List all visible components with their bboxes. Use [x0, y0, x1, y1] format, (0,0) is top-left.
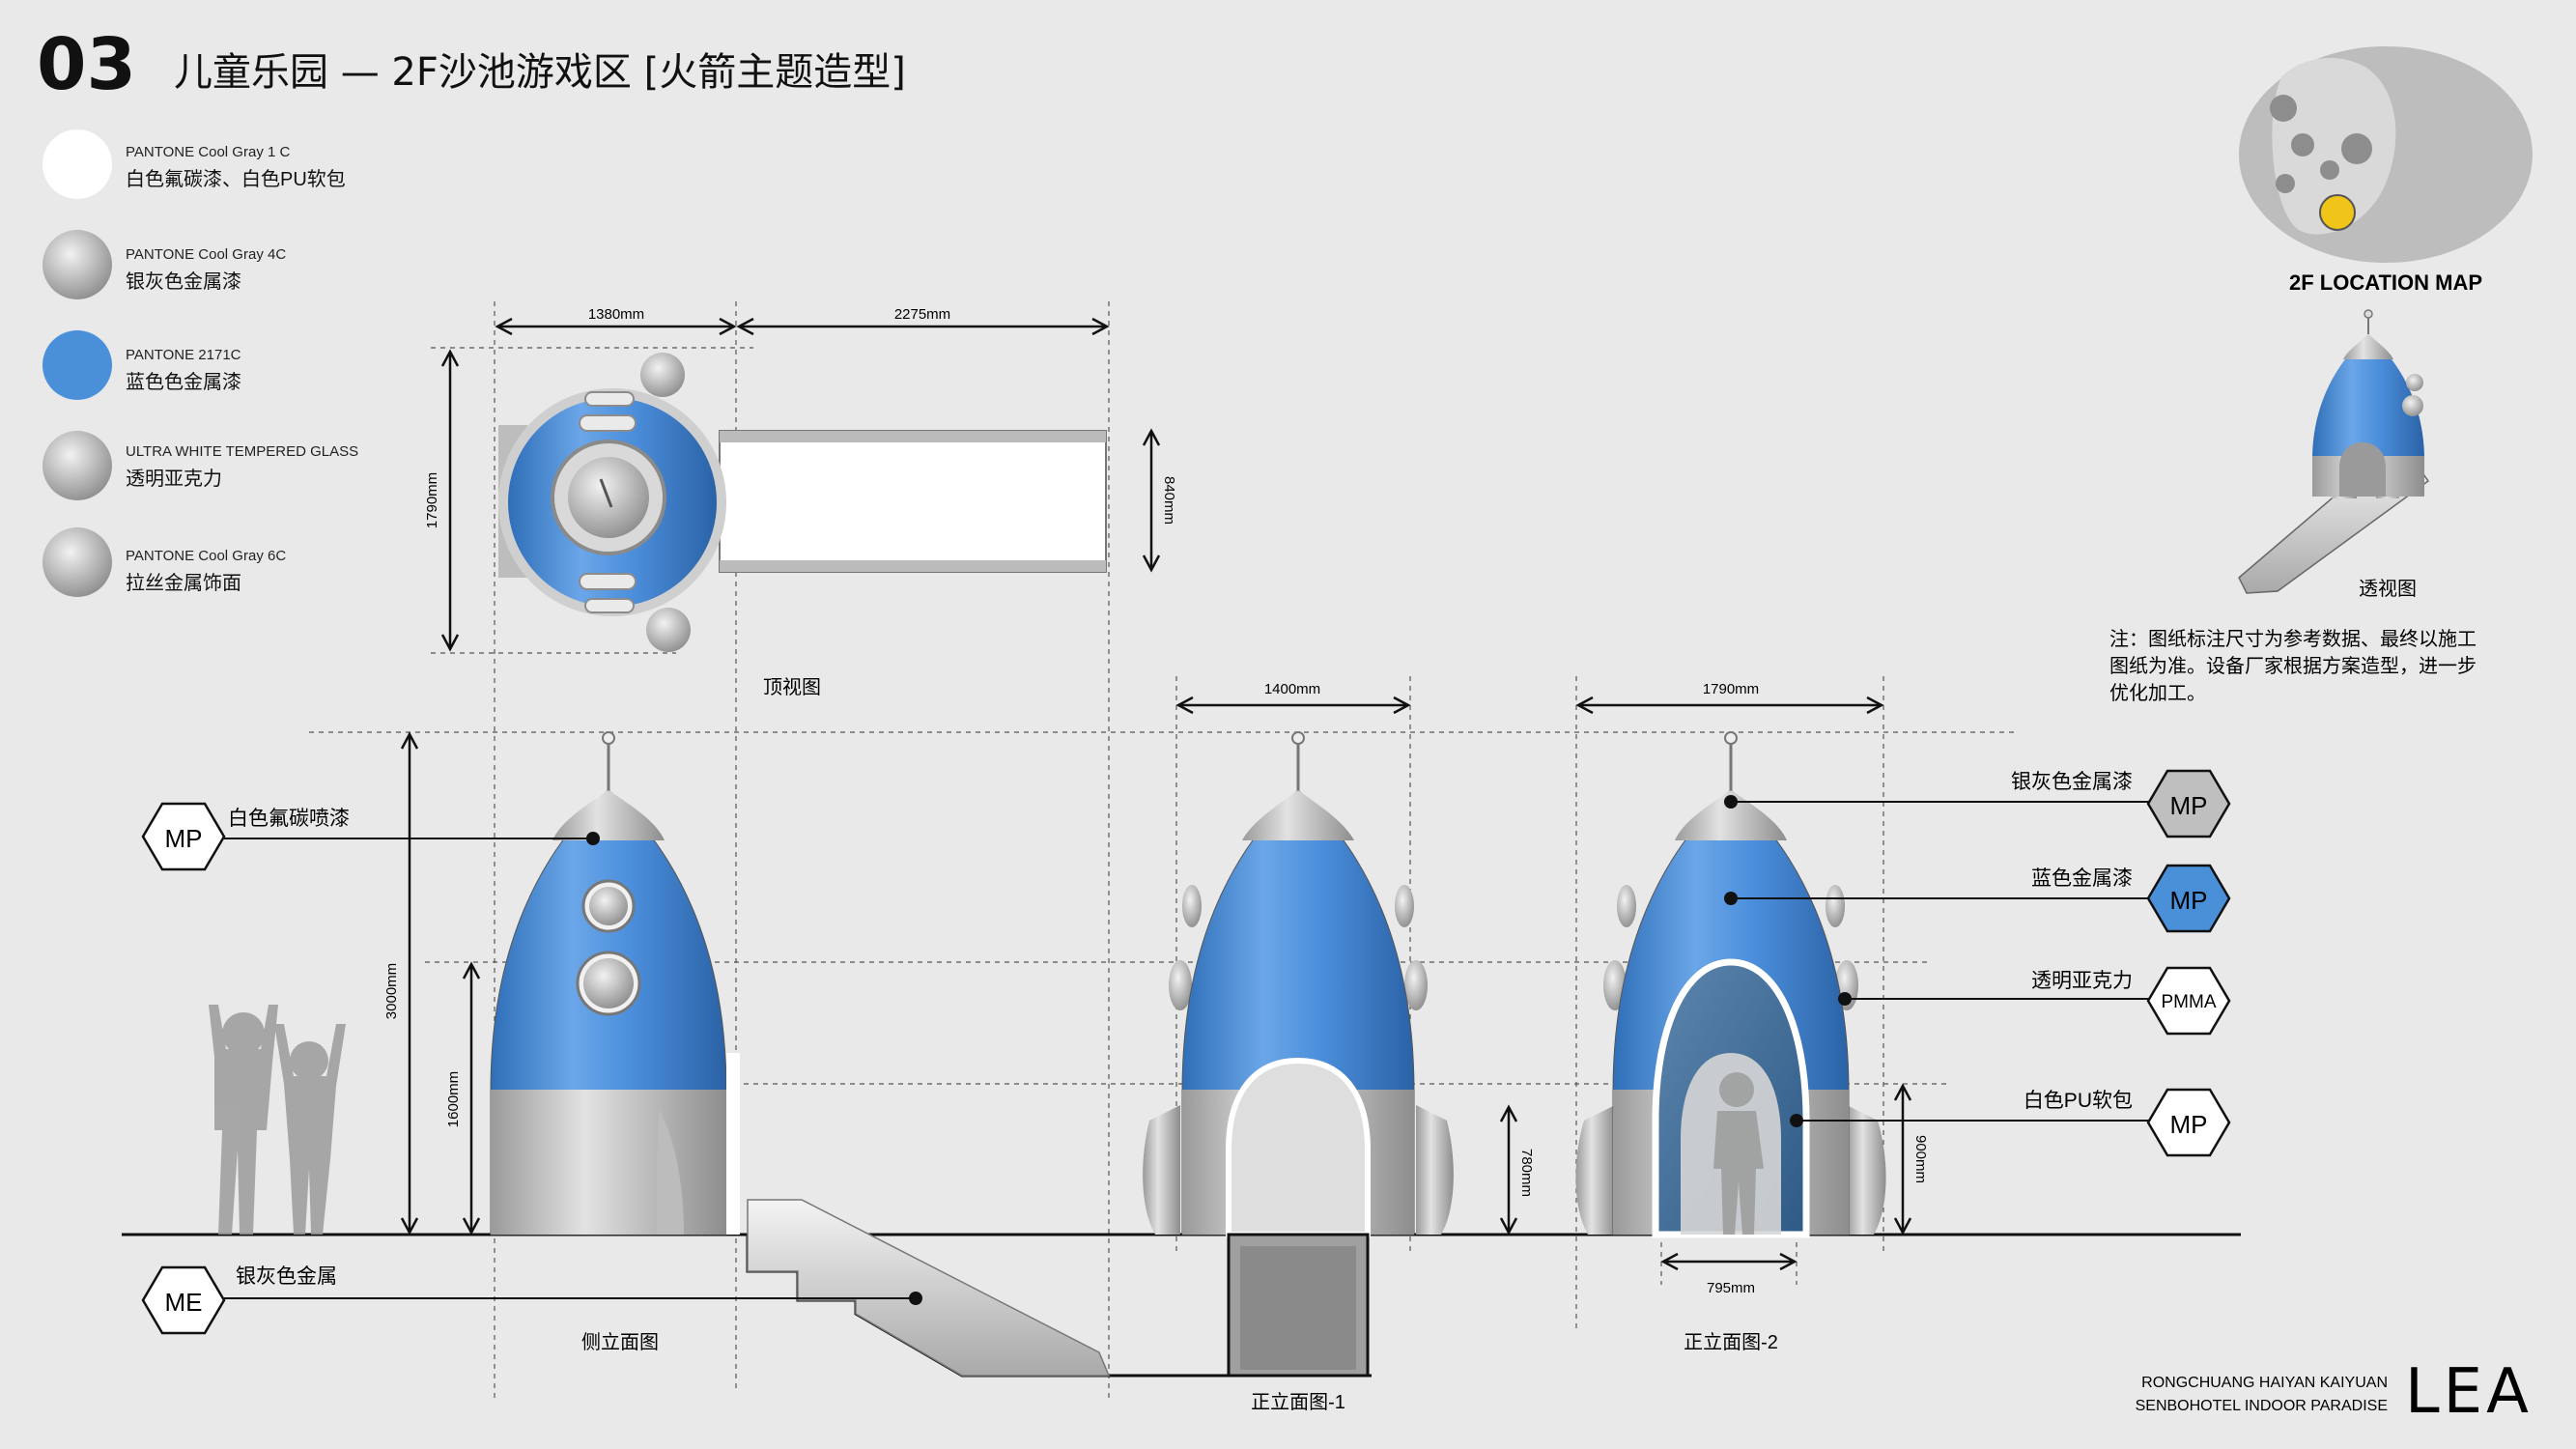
swatch-blue: [42, 330, 112, 400]
tag-front2-pu: MP 白色PU软包: [1790, 1088, 2231, 1157]
swatch-glass: [42, 431, 112, 500]
legend-code: ULTRA WHITE TEMPERED GLASS: [126, 443, 358, 460]
tag-front2-pmma: PMMA 透明亚克力: [1838, 966, 2231, 1036]
tag-code: PMMA: [2162, 992, 2217, 1012]
tag-front2-blue: MP 蓝色金属漆: [1724, 864, 2231, 933]
dim-front2-width: 1790mm: [1703, 681, 1759, 697]
legend-code: PANTONE 2171C: [126, 347, 241, 363]
tag-me-label: 银灰色金属: [236, 1265, 337, 1288]
tag-code: MP: [2170, 1110, 2208, 1139]
tag-code: MP: [2170, 886, 2208, 915]
footer: RONGCHUANG HAIYAN KAIYUAN SENBOHOTEL IND…: [2136, 1356, 2533, 1428]
tag-me-code: ME: [165, 1288, 203, 1317]
perspective-caption: 透视图: [2359, 578, 2417, 600]
tag-front2-silver: MP 银灰色金属漆: [1724, 769, 2231, 838]
front-view-2: 1790mm 900mm 795mm MP 银灰色金属漆: [1575, 676, 2231, 1353]
tag-label: 蓝色金属漆: [2031, 867, 2133, 890]
top-view: 1380mm 2275mm 1790mm 840mm 顶视图: [424, 301, 1177, 1401]
location-map-title: 2F LOCATION MAP: [2289, 270, 2482, 295]
note-block: 注：图纸标注尺寸为参考数据、最终以施工 图纸为准。设备厂家根据方案造型，进一步 …: [2109, 628, 2477, 704]
note-line-1: 注：图纸标注尺寸为参考数据、最终以施工: [2109, 628, 2477, 650]
header: 03 儿童乐园 — 2F沙池游戏区 [火箭主题造型]: [37, 23, 906, 106]
brand-logo: LEA: [2405, 1356, 2533, 1428]
location-marker: [2319, 194, 2356, 231]
dim-lower-height: 1600mm: [445, 1071, 462, 1127]
slide-side: [747, 1199, 1111, 1377]
swatch-white: [42, 129, 112, 199]
project-line-1: RONGCHUANG HAIYAN KAIYUAN: [2141, 1375, 2388, 1391]
tag-mp-code: MP: [165, 824, 203, 853]
dim-front1-width: 1400mm: [1264, 681, 1320, 697]
note-line-2: 图纸为准。设备厂家根据方案造型，进一步: [2109, 655, 2477, 677]
dim-front2-door-w: 795mm: [1707, 1280, 1755, 1296]
section-number: 03: [37, 23, 136, 106]
tag-mp-label: 白色氟碳喷漆: [228, 808, 350, 830]
tag-label: 透明亚克力: [2031, 970, 2133, 992]
legend-item-blue: PANTONE 2171C 蓝色色金属漆: [42, 330, 241, 400]
child-silhouettes: [209, 1005, 346, 1235]
dim-top-height: 1790mm: [424, 472, 440, 528]
legend-desc: 蓝色色金属漆: [126, 371, 241, 393]
child-in-door: [1713, 1072, 1764, 1235]
dim-top-width-right: 2275mm: [894, 306, 950, 323]
rocket-perspective: [2312, 334, 2424, 460]
legend-item-white: PANTONE Cool Gray 1 C 白色氟碳漆、白色PU软包: [42, 129, 346, 199]
tag-code: MP: [2170, 791, 2208, 820]
page-title: 儿童乐园 — 2F沙池游戏区 [火箭主题造型]: [174, 50, 906, 95]
legend-item-glass: ULTRA WHITE TEMPERED GLASS 透明亚克力: [42, 431, 358, 500]
dim-total-height: 3000mm: [383, 963, 400, 1019]
top-view-caption: 顶视图: [763, 676, 821, 698]
swatch-brushed: [42, 527, 112, 597]
dim-slide-width: 840mm: [1161, 476, 1177, 525]
tag-label: 白色PU软包: [2024, 1090, 2133, 1112]
note-line-3: 优化加工。: [2109, 682, 2206, 704]
side-view: 3000mm 1600mm MP 白色氟碳喷漆 ME 银灰色金属: [122, 731, 2241, 1378]
legend-desc: 透明亚克力: [126, 468, 222, 490]
legend-desc: 白色氟碳漆、白色PU软包: [126, 168, 346, 190]
tag-label: 银灰色金属漆: [2011, 771, 2133, 793]
front1-caption: 正立面图-1: [1251, 1391, 1345, 1413]
perspective-view: 透视图: [2238, 309, 2430, 600]
tag-me-side: [141, 1265, 226, 1335]
front2-caption: 正立面图-2: [1684, 1331, 1778, 1353]
dim-top-width-left: 1380mm: [588, 306, 644, 323]
side-view-caption: 侧立面图: [581, 1331, 659, 1353]
location-map: 2F LOCATION MAP: [2239, 46, 2533, 295]
slide-top: [719, 430, 1107, 573]
legend-code: PANTONE Cool Gray 1 C: [126, 144, 290, 160]
legend-item-brushed: PANTONE Cool Gray 6C 拉丝金属饰面: [42, 527, 286, 597]
legend-item-silver: PANTONE Cool Gray 4C 银灰色金属漆: [42, 230, 286, 299]
dim-front1-door: 780mm: [1518, 1149, 1535, 1197]
project-line-2: SENBOHOTEL INDOOR PARADISE: [2136, 1398, 2388, 1414]
tag-mp-side: [141, 802, 226, 871]
dim-front2-door-h: 900mm: [1912, 1135, 1929, 1183]
swatch-silver: [42, 230, 112, 299]
legend-code: PANTONE Cool Gray 4C: [126, 246, 286, 263]
legend-desc: 银灰色金属漆: [126, 270, 241, 293]
legend-desc: 拉丝金属饰面: [126, 572, 241, 594]
front-view-1: 1400mm 780mm 正立面图-1: [1143, 676, 1535, 1413]
legend-code: PANTONE Cool Gray 6C: [126, 548, 286, 564]
material-legend: PANTONE Cool Gray 1 C 白色氟碳漆、白色PU软包 PANTO…: [42, 129, 358, 597]
